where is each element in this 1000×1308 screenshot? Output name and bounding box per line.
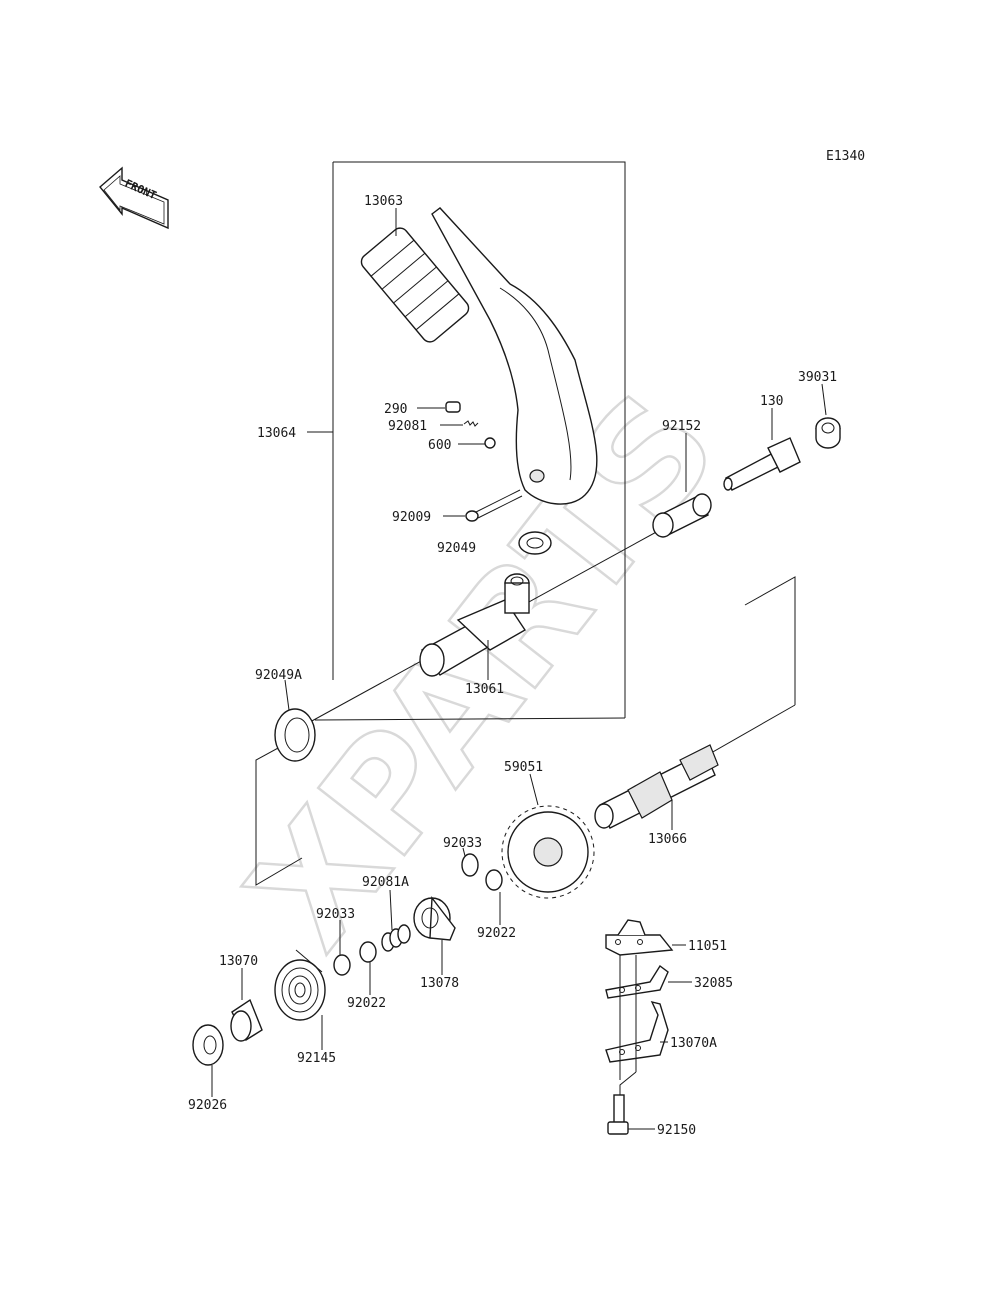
part-92009-bolt — [465, 489, 523, 522]
part-92081A-spring — [381, 924, 411, 952]
label-600: 600 — [428, 438, 451, 453]
part-92022-washer-a — [485, 869, 503, 891]
part-13061-shaft — [419, 573, 530, 677]
part-290 — [445, 401, 461, 413]
part-92033-circlip-a — [461, 853, 479, 877]
part-13078-ratchet — [413, 896, 456, 941]
assembly-box — [314, 161, 626, 721]
label-13066: 13066 — [648, 832, 687, 847]
part-130-bolt — [723, 437, 801, 491]
label-92152: 92152 — [662, 419, 701, 434]
front-arrow-icon: FRONT — [99, 166, 169, 230]
part-13070-guide — [230, 998, 263, 1042]
part-92150-bolt — [607, 1094, 629, 1135]
part-92026-washer — [192, 1024, 224, 1066]
label-92022-b: 92022 — [347, 996, 386, 1011]
part-92022-washer-b — [359, 941, 377, 963]
label-130: 130 — [760, 394, 783, 409]
part-labels: 13063 13064 290 92081 600 92009 92049 92… — [188, 194, 837, 1138]
part-92081-spring — [463, 420, 479, 427]
label-92033-a: 92033 — [443, 836, 482, 851]
part-13070A-plate — [605, 1000, 669, 1063]
part-13066-shaft — [594, 744, 719, 829]
part-600-ball — [484, 437, 496, 449]
label-92081: 92081 — [388, 419, 427, 434]
label-92009: 92009 — [392, 510, 431, 525]
label-13061: 13061 — [465, 682, 504, 697]
label-290: 290 — [384, 402, 407, 417]
label-59051: 59051 — [504, 760, 543, 775]
leader-lines — [211, 208, 827, 1130]
label-92022-a: 92022 — [477, 926, 516, 941]
label-39031: 39031 — [798, 370, 837, 385]
label-13064: 13064 — [257, 426, 296, 441]
part-92049-seal — [518, 531, 552, 555]
part-92145-spring — [274, 949, 326, 1021]
part-32085-plate — [605, 964, 669, 999]
pedal-rubber — [360, 227, 470, 343]
label-32085: 32085 — [694, 976, 733, 991]
diagram-code: E1340 — [826, 149, 865, 164]
part-92152-collar — [652, 493, 712, 538]
part-11051-bracket — [605, 919, 674, 956]
label-13078: 13078 — [420, 976, 459, 991]
part-92049A-seal — [274, 708, 316, 762]
part-39031-bush — [815, 417, 841, 449]
part-92033-circlip-b — [333, 954, 351, 976]
label-92049A: 92049A — [255, 668, 302, 683]
kick-pedal-arm — [431, 207, 598, 505]
label-92026: 92026 — [188, 1098, 227, 1113]
label-13063: 13063 — [364, 194, 403, 209]
label-92081A: 92081A — [362, 875, 409, 890]
label-11051: 11051 — [688, 939, 727, 954]
label-92049: 92049 — [437, 541, 476, 556]
label-92145: 92145 — [297, 1051, 336, 1066]
label-13070: 13070 — [219, 954, 258, 969]
label-13070A: 13070A — [670, 1036, 717, 1051]
label-92150: 92150 — [657, 1123, 696, 1138]
label-92033-b: 92033 — [316, 907, 355, 922]
part-59051-gear — [501, 805, 595, 899]
